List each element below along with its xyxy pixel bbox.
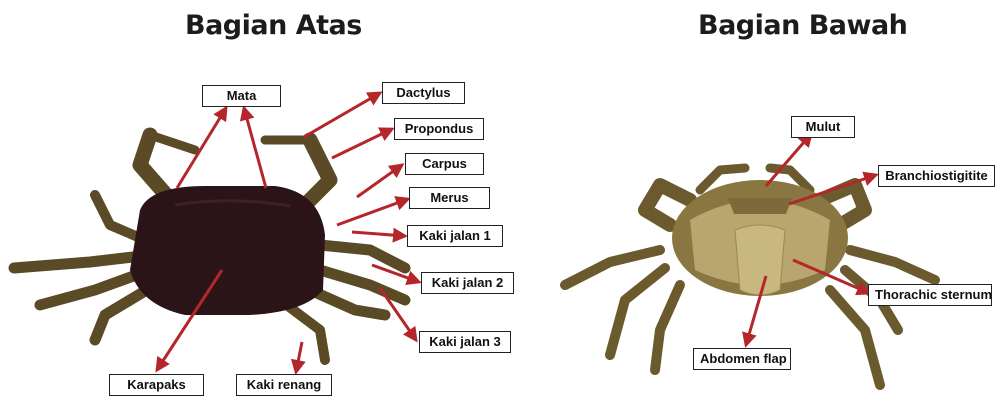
label-dactylus: Dactylus: [382, 82, 465, 104]
label-mata: Mata: [202, 85, 281, 107]
label-kaki-renang: Kaki renang: [236, 374, 332, 396]
crab-top-view: [14, 135, 405, 360]
arrow-mata-right: [244, 108, 266, 188]
arrow-merus: [337, 199, 408, 225]
label-kaki-jalan-1: Kaki jalan 1: [407, 225, 503, 247]
label-kaki-jalan-3: Kaki jalan 3: [419, 331, 511, 353]
label-abdomen-flap: Abdomen flap: [693, 348, 791, 370]
label-kaki-jalan-2: Kaki jalan 2: [421, 272, 514, 294]
label-thorachic-sternum: Thorachic sternum: [868, 284, 992, 306]
arrow-dactylus: [304, 93, 380, 137]
label-branchiostigitite: Branchiostigitite: [878, 165, 995, 187]
label-propondus: Propondus: [394, 118, 484, 140]
arrow-propondus: [332, 129, 392, 158]
label-merus: Merus: [409, 187, 490, 209]
arrow-kaki-jalan-1: [352, 232, 405, 236]
label-carpus: Carpus: [405, 153, 484, 175]
label-karapaks: Karapaks: [109, 374, 204, 396]
arrow-kaki-renang: [296, 342, 302, 372]
label-mulut: Mulut: [791, 116, 855, 138]
arrow-carpus: [357, 165, 402, 197]
